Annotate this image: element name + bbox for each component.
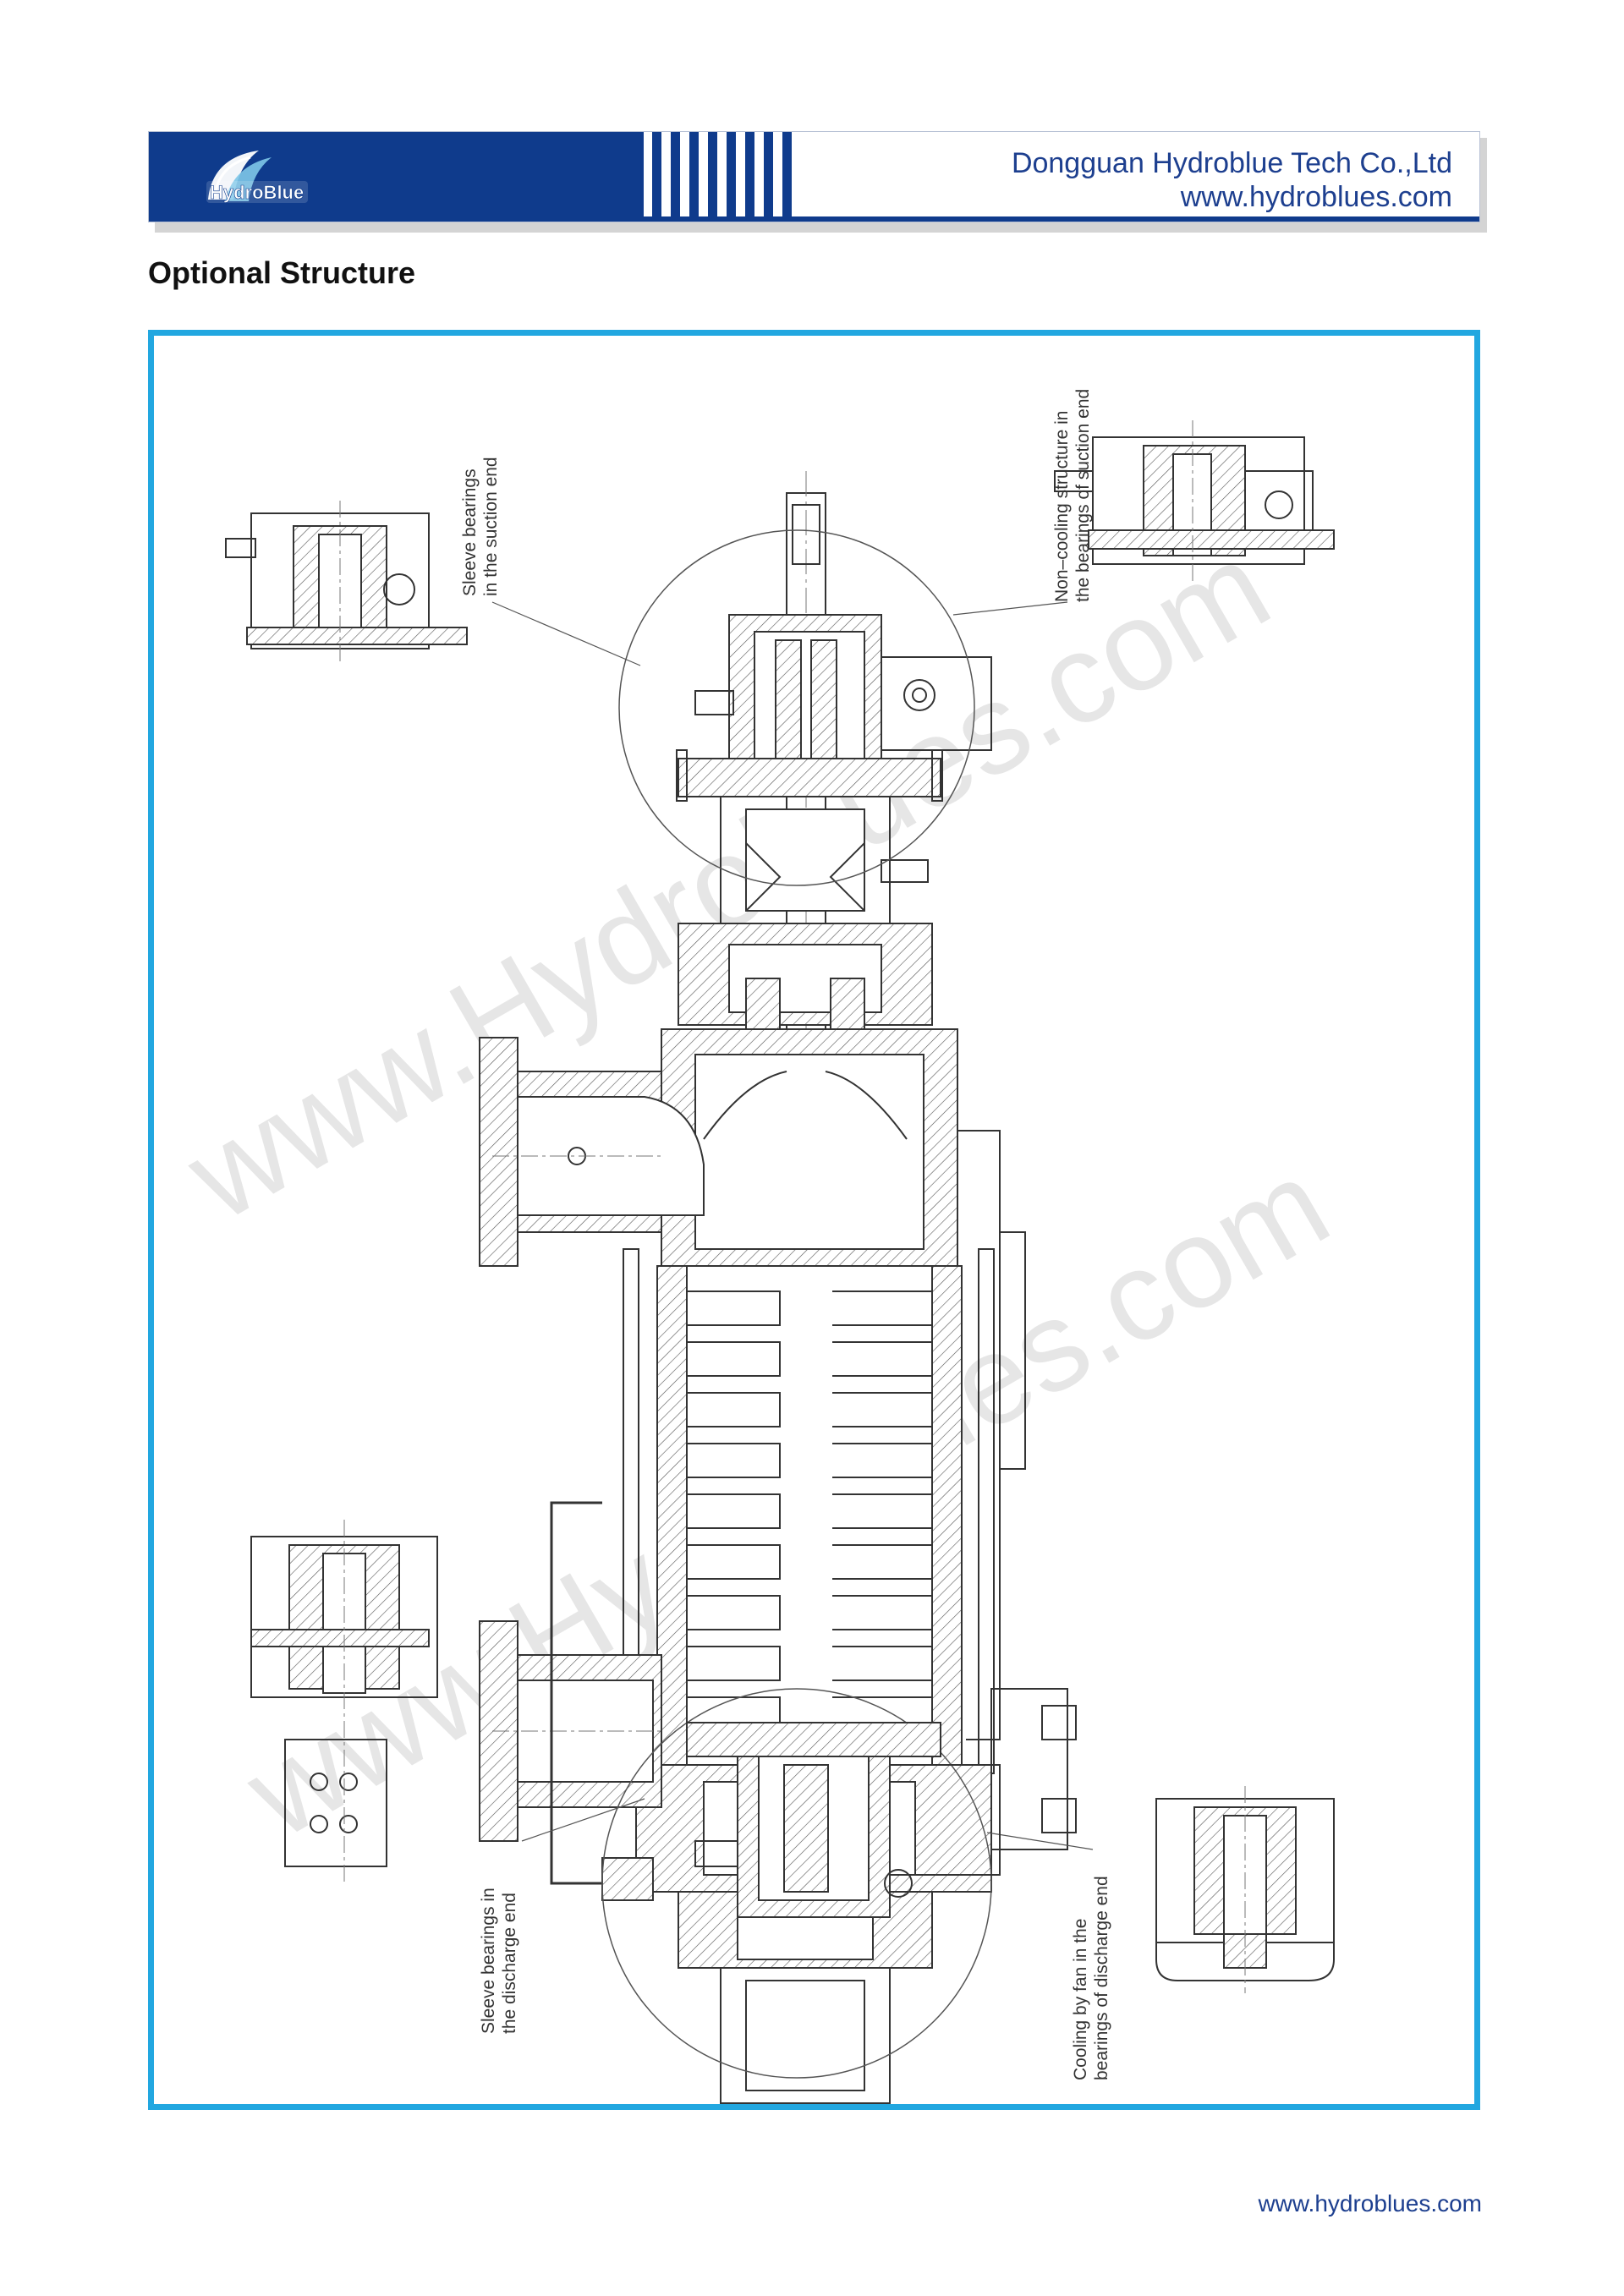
banner-body: HydroBlue Dongguan Hydroblue Tech Co.,Lt… bbox=[148, 131, 1480, 222]
logo-text: HydroBlue bbox=[210, 182, 304, 203]
detail-circle-bottom bbox=[601, 1688, 992, 2079]
company-name: Dongguan Hydroblue Tech Co.,Ltd bbox=[1011, 147, 1452, 179]
impeller-stages bbox=[687, 1290, 933, 1732]
footer-url[interactable]: www.hydroblues.com bbox=[1258, 2190, 1482, 2217]
bearing-detail-drawings bbox=[678, 1891, 933, 2104]
callout-sleeve-discharge: Sleeve bearings in the discharge end bbox=[479, 1888, 519, 2034]
banner-stripes bbox=[644, 132, 804, 222]
inset-sleeve-suction bbox=[225, 501, 468, 661]
inset-noncooling-suction bbox=[1054, 420, 1335, 581]
company-url[interactable]: www.hydroblues.com bbox=[1180, 181, 1452, 213]
page-title: Optional Structure bbox=[148, 255, 416, 290]
inset-fan-discharge bbox=[1155, 1786, 1335, 1993]
lower-bearing-and-insets bbox=[225, 420, 1335, 2079]
header-banner: HydroBlue Dongguan Hydroblue Tech Co.,Lt… bbox=[148, 131, 1487, 233]
main-pump-section bbox=[479, 471, 1077, 1901]
banner-blue-block: HydroBlue bbox=[149, 132, 644, 222]
detail-circle-top bbox=[618, 529, 975, 886]
callout-fan-discharge: Cooling by fan in the bearings of discha… bbox=[1071, 1876, 1111, 2080]
callout-sleeve-suction: Sleeve bearings in the suction end bbox=[460, 457, 501, 596]
banner-underline bbox=[149, 216, 1479, 222]
callout-noncooling-suction: Non–cooling structure in the bearings of… bbox=[1052, 388, 1093, 602]
hydroblue-logo: HydroBlue bbox=[206, 151, 308, 203]
inset-sleeve-discharge bbox=[250, 1520, 438, 1883]
